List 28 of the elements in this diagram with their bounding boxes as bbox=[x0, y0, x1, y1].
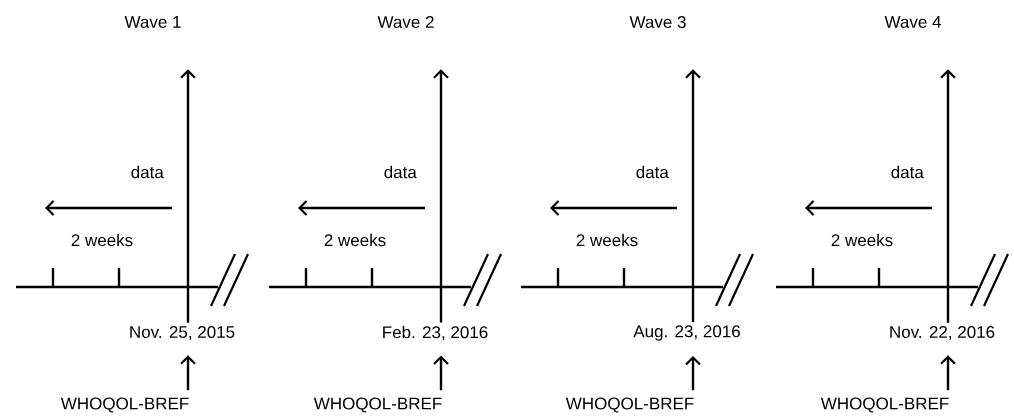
wave-label: Wave 1 bbox=[124, 16, 181, 28]
questionnaire-label: WHOQOL-BREF bbox=[60, 397, 189, 413]
wave-label: Wave 4 bbox=[884, 16, 941, 28]
questionnaire-label: WHOQOL-BREF bbox=[313, 397, 442, 413]
date-label: Nov. 22, 2016 bbox=[890, 326, 995, 341]
duration-label: 2 weeks bbox=[576, 233, 638, 247]
arrow bbox=[685, 69, 701, 323]
wave-label: Wave 2 bbox=[377, 16, 434, 29]
date-label: Nov. 25, 2015 bbox=[130, 326, 235, 341]
data-label: data bbox=[384, 165, 417, 179]
arrow bbox=[433, 69, 449, 323]
questionnaire-label: WHOQOL-BREF bbox=[820, 397, 949, 413]
arrow bbox=[180, 69, 196, 323]
duration-label: 2 weeks bbox=[71, 233, 133, 247]
data-label: data bbox=[636, 165, 669, 179]
duration-label: 2 weeks bbox=[324, 233, 386, 247]
arrow bbox=[180, 355, 196, 391]
arrow bbox=[940, 355, 956, 391]
arrow bbox=[940, 69, 956, 323]
questionnaire-label: WHOQOL-BREF bbox=[565, 397, 694, 413]
arrow bbox=[433, 355, 449, 391]
arrow bbox=[685, 355, 701, 391]
duration-label: 2 weeks bbox=[831, 233, 893, 247]
date-label: Aug. 23, 2016 bbox=[633, 325, 740, 341]
data-label: data bbox=[891, 165, 924, 179]
data-label: data bbox=[131, 165, 164, 179]
date-label: Feb. 23, 2016 bbox=[383, 325, 488, 341]
wave-label: Wave 3 bbox=[629, 16, 686, 29]
